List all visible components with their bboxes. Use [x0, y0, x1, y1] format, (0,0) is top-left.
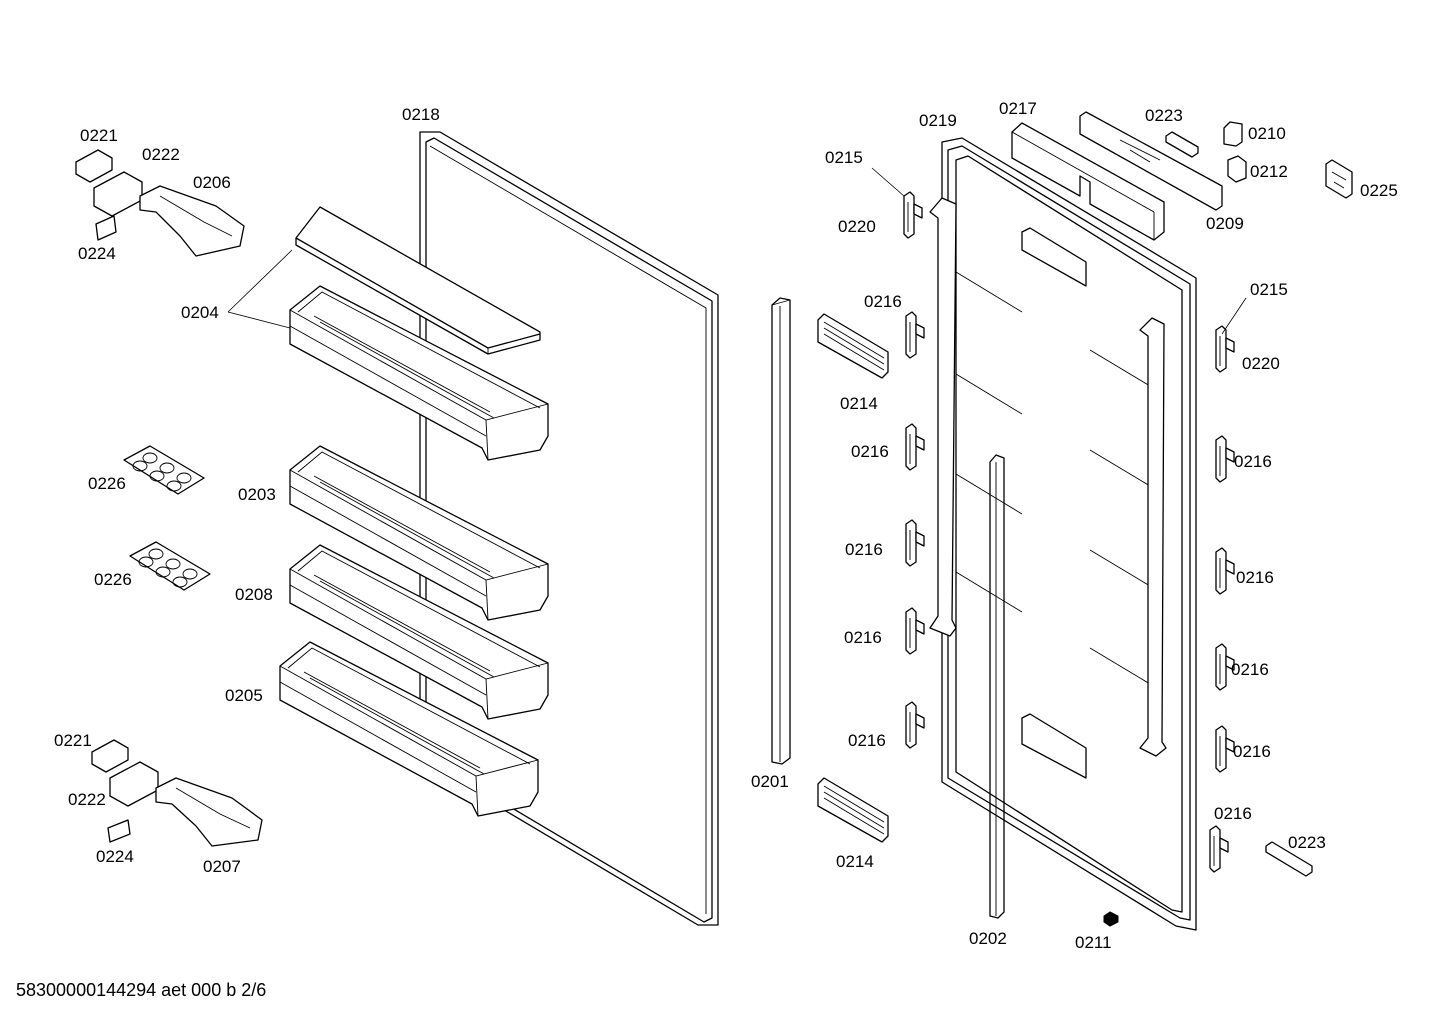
pad-0224-bottom[interactable] — [107, 819, 131, 843]
hinge-clip-0216-right-1[interactable] — [1215, 435, 1235, 483]
label-0214b: 0214 — [836, 852, 874, 871]
label-0216e: 0216 — [848, 731, 886, 750]
document-code: 58300000144294 aet 000 b 2/6 — [16, 980, 267, 1000]
label-0216c: 0216 — [845, 540, 883, 559]
label-0216f: 0216 — [1234, 452, 1272, 471]
top-cover-0217[interactable] — [1011, 122, 1165, 241]
pad-0224-top[interactable] — [95, 215, 117, 241]
board-0225[interactable] — [1325, 159, 1353, 199]
label-0221a: 0221 — [80, 126, 118, 145]
label-0222b: 0222 — [68, 790, 106, 809]
latch-0211[interactable] — [1103, 911, 1119, 927]
label-0218: 0218 — [402, 105, 440, 124]
vent-grille-0214-bottom[interactable] — [817, 777, 889, 843]
side-strip-0201[interactable] — [771, 297, 791, 765]
hinge-clip-0216-left-4[interactable] — [905, 607, 925, 655]
label-0206: 0206 — [193, 173, 231, 192]
bracket-0221-top[interactable] — [75, 149, 113, 183]
plate-0222-top[interactable] — [93, 171, 143, 217]
door-shelf-0208[interactable] — [289, 544, 549, 720]
bracket-0223-top[interactable] — [1165, 131, 1199, 158]
label-0203: 0203 — [238, 485, 276, 504]
label-0217: 0217 — [999, 99, 1037, 118]
shelf-lid-0204[interactable] — [295, 206, 541, 355]
label-0220a: 0220 — [838, 217, 876, 236]
label-0223b: 0223 — [1288, 833, 1326, 852]
hinge-clips — [903, 191, 1235, 873]
label-0210: 0210 — [1248, 124, 1286, 143]
hinge-clip-0216-right-3[interactable] — [1215, 643, 1235, 691]
label-0226b: 0226 — [94, 570, 132, 589]
hinge-0207[interactable] — [155, 777, 263, 847]
hinge-clip-0216-left-5[interactable] — [905, 701, 925, 749]
label-0208: 0208 — [235, 585, 273, 604]
part-0210[interactable] — [1223, 121, 1243, 147]
control-panel-0209[interactable] — [1079, 111, 1223, 211]
side-strip-0202[interactable] — [989, 454, 1005, 919]
label-0214a: 0214 — [840, 394, 878, 413]
label-0219: 0219 — [919, 111, 957, 130]
label-0226a: 0226 — [88, 474, 126, 493]
label-0216d: 0216 — [844, 628, 882, 647]
label-0216i: 0216 — [1233, 742, 1271, 761]
hinge-clip-0220-right[interactable] — [1215, 325, 1235, 373]
leader-lines — [227, 167, 1247, 335]
label-0216a: 0216 — [864, 292, 902, 311]
door-shelf-0205[interactable] — [279, 641, 539, 817]
label-0209: 0209 — [1206, 214, 1244, 233]
clip-0212[interactable] — [1227, 155, 1247, 183]
label-0216h: 0216 — [1231, 660, 1269, 679]
part-labels: 0221 0222 0206 0224 0204 0218 0226 0203 … — [54, 99, 1398, 952]
label-0220b: 0220 — [1242, 354, 1280, 373]
hinge-clip-0216-left-1[interactable] — [905, 311, 925, 359]
bracket-0223-bottom[interactable] — [1265, 841, 1313, 877]
label-0202: 0202 — [969, 929, 1007, 948]
egg-tray-0226-top[interactable] — [123, 445, 205, 495]
door-shelves — [279, 285, 549, 817]
label-0205: 0205 — [225, 686, 263, 705]
label-0211: 0211 — [1075, 933, 1112, 952]
label-0224b: 0224 — [96, 847, 134, 866]
hinge-clip-0216-left-3[interactable] — [905, 519, 925, 567]
label-0212: 0212 — [1250, 162, 1288, 181]
door-shelf-0203[interactable] — [289, 445, 549, 621]
label-0225: 0225 — [1360, 181, 1398, 200]
hinge-clip-0216-right-5[interactable] — [1209, 825, 1229, 873]
plate-0222-bottom[interactable] — [109, 761, 159, 807]
bracket-0221-bottom[interactable] — [91, 739, 129, 773]
label-0207: 0207 — [203, 857, 241, 876]
label-0223a: 0223 — [1145, 106, 1183, 125]
vent-grille-0214-top[interactable] — [817, 313, 889, 379]
label-0204: 0204 — [181, 303, 219, 322]
hinge-clip-0216-left-2[interactable] — [905, 423, 925, 471]
label-0216j: 0216 — [1214, 804, 1252, 823]
door-shelf-0204[interactable] — [289, 285, 549, 461]
label-0222a: 0222 — [142, 145, 180, 164]
label-0201: 0201 — [751, 772, 789, 791]
label-0215b: 0215 — [1250, 280, 1288, 299]
label-0216b: 0216 — [851, 442, 889, 461]
egg-tray-0226-bottom[interactable] — [129, 541, 211, 591]
label-0216g: 0216 — [1236, 568, 1274, 587]
label-0221b: 0221 — [54, 731, 92, 750]
hinge-clip-0216-right-2[interactable] — [1215, 547, 1235, 595]
label-0215a: 0215 — [825, 148, 863, 167]
hinge-0206[interactable] — [139, 185, 245, 257]
inner-door-liner-0219[interactable] — [929, 137, 1197, 931]
label-0224a: 0224 — [78, 244, 116, 263]
hinge-clip-0220-left[interactable] — [903, 191, 923, 239]
hinge-clip-0216-right-4[interactable] — [1215, 725, 1235, 773]
